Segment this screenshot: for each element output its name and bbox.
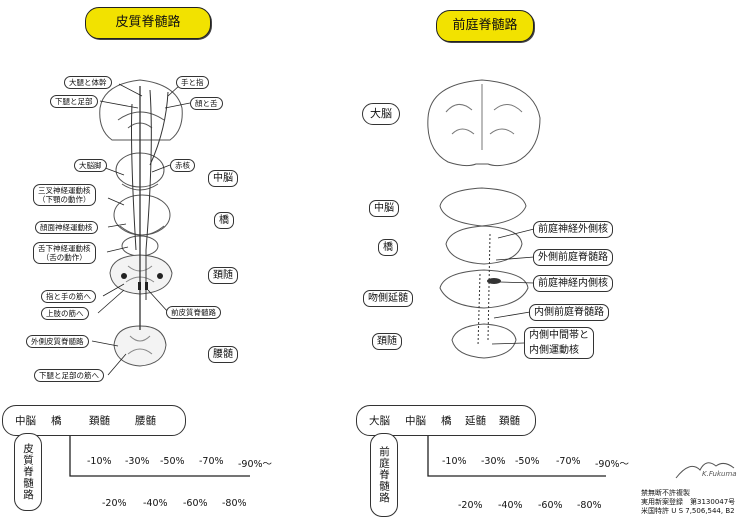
left-tick-top-0: -10% (87, 456, 112, 467)
left-scale-header-0: 中脳 (15, 415, 36, 427)
label-trigeminal-line2: （下顎の動作） (38, 195, 91, 204)
right-tick-top-1: -30% (481, 456, 506, 467)
label-trigeminal-line1: 三叉神経運動核 (38, 186, 91, 195)
label-med-vest-nucleus: 前庭神経内側核 (533, 275, 613, 292)
label-lower-leg-foot: 下腿と足部 (50, 95, 98, 108)
level-medulla-right: 吻側延髄 (363, 290, 413, 307)
label-thigh-trunk: 大腿と体幹 (64, 76, 112, 89)
left-tick-bottom-2: -60% (183, 498, 208, 509)
label-anterior-cst: 前皮質脊髄路 (166, 306, 221, 319)
right-cerebrum-section (427, 79, 541, 167)
label-hypoglossal-line1: 舌下神経運動核 (38, 244, 91, 253)
right-tick-bottom-1: -40% (498, 500, 523, 511)
label-red-nucleus: 赤核 (170, 159, 195, 172)
left-tick-bottom-0: -20% (102, 498, 127, 509)
left-tick-bottom-3: -80% (222, 498, 247, 509)
right-scale-bracket (427, 434, 606, 477)
footer-line1: 禁無断不許複製 (641, 489, 690, 497)
footer-line2: 実用新案登録 第3130047号 (641, 498, 736, 506)
right-tick-bottom-2: -60% (538, 500, 563, 511)
label-finger-hand-muscle: 指と手の筋へ (41, 290, 96, 303)
right-scale-header-2: 橋 (441, 415, 452, 427)
level-cerebrum-right: 大脳 (362, 103, 400, 125)
right-scale-header-4: 頚髄 (499, 415, 520, 427)
right-pons-section (445, 225, 523, 265)
label-med-vst: 内側前庭脊髄路 (529, 304, 609, 321)
level-cervical-left: 頚随 (208, 267, 238, 284)
right-title: 前庭脊髄路 (436, 10, 534, 42)
right-tick-bottom-3: -80% (577, 500, 602, 511)
right-scale-header-3: 延髄 (465, 415, 486, 427)
right-scale-header-0: 大脳 (369, 415, 390, 427)
right-tick-top-0: -10% (442, 456, 467, 467)
level-lumbar-left: 腰髄 (208, 346, 238, 363)
left-title: 皮質脊髄路 (85, 7, 211, 39)
left-pons-section (113, 194, 171, 236)
right-tick-top-2: -50% (515, 456, 540, 467)
label-hand-finger: 手と指 (176, 76, 209, 89)
level-pons-right: 橋 (378, 239, 398, 256)
label-hypoglossal-nucleus: 舌下神経運動核 （舌の動作） (33, 242, 96, 264)
left-scale-side-label: 皮質脊髄路 (14, 433, 42, 511)
footer-line3: 米国特許 U S 7,506,544, B2 (641, 507, 735, 515)
left-scale-header-2: 頚髄 (89, 415, 110, 427)
left-scale-header-3: 腰髄 (135, 415, 156, 427)
left-scale-header-1: 橋 (51, 415, 62, 427)
label-face-tongue: 顔と舌 (190, 97, 223, 110)
label-upper-arm-muscle: 上肢の筋へ (41, 307, 89, 320)
left-scale-bracket (69, 434, 250, 477)
right-scale-header: 大脳 中脳 橋 延髄 頚髄 (356, 405, 536, 436)
left-lumbar-section (113, 325, 167, 367)
left-tick-top-4: -90%～ (238, 459, 273, 470)
right-tick-top-3: -70% (556, 456, 581, 467)
right-midbrain-section (439, 187, 527, 227)
label-lateral-cst: 外側皮質脊髄路 (26, 335, 89, 348)
right-medulla-section (439, 269, 529, 309)
label-lat-vst: 外側前庭脊髄路 (533, 249, 613, 266)
left-cervical-section (109, 254, 173, 295)
label-facial-nucleus: 顔面神経運動核 (35, 221, 98, 234)
footer-signature: K.Fukuma (702, 470, 737, 478)
label-lat-vest-nucleus: 前庭神経外側核 (533, 221, 613, 238)
right-tick-top-4: -90%～ (595, 459, 630, 470)
left-scale-header: 中脳 橋 頚髄 腰髄 (2, 405, 186, 436)
left-cerebrum-section (99, 79, 183, 141)
left-tick-bottom-1: -40% (143, 498, 168, 509)
label-hypoglossal-line2: （舌の動作） (41, 253, 87, 262)
level-cervical-right: 頚随 (372, 333, 402, 350)
label-lower-leg-foot-muscle: 下腿と足部の筋へ (34, 369, 104, 382)
left-tick-top-1: -30% (125, 456, 150, 467)
level-midbrain-left: 中脳 (208, 170, 238, 187)
label-cerebral-peduncle: 大脳脚 (74, 159, 107, 172)
level-midbrain-right: 中脳 (369, 200, 399, 217)
label-trigeminal-nucleus: 三叉神経運動核 （下顎の動作） (33, 184, 96, 206)
level-pons-left: 橋 (214, 212, 234, 229)
right-scale-header-1: 中脳 (405, 415, 426, 427)
label-mlf: 内側中間帯と 内側運動核 (524, 327, 594, 359)
right-cervical-section (451, 323, 517, 359)
right-scale-side-label: 前庭脊髄路 (370, 433, 398, 517)
right-tick-bottom-0: -20% (458, 500, 483, 511)
label-mlf-line1: 内側中間帯と (529, 330, 589, 341)
signature-mark (675, 462, 735, 479)
label-mlf-line2: 内側運動核 (529, 345, 579, 356)
left-tick-top-3: -70% (199, 456, 224, 467)
left-tick-top-2: -50% (160, 456, 185, 467)
